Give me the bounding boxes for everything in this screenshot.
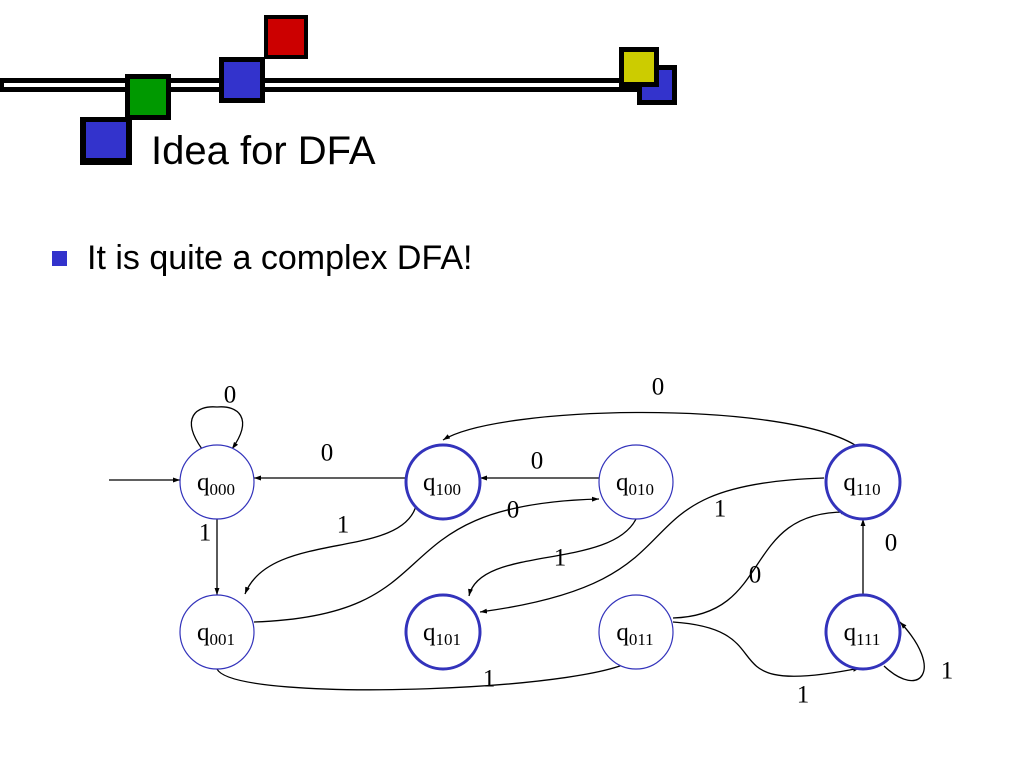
state-q000-circle <box>179 444 255 520</box>
bullet-text: It is quite a complex DFA! <box>87 239 473 277</box>
transition-q001-q011 <box>216 655 637 691</box>
slide-title: Idea for DFA <box>151 129 376 173</box>
state-q001-circle <box>179 594 255 670</box>
deco-square-red <box>268 19 304 55</box>
transition-label-q001-q010: 0 <box>507 497 520 524</box>
state-q100-circle <box>404 443 482 521</box>
transition-label-q100-q001: 1 <box>337 512 350 539</box>
state-q010-label: q010 <box>616 469 654 499</box>
transition-label-q111-q110: 0 <box>885 530 898 557</box>
transition-label-q110-q100: 0 <box>652 374 665 401</box>
state-q110-label: q110 <box>843 469 880 499</box>
state-q101-label: q101 <box>423 619 461 649</box>
state-q100-label: q100 <box>423 469 461 499</box>
deco-square-blue-top <box>224 62 260 98</box>
state-q010-circle <box>598 444 674 520</box>
decorative-header <box>0 15 677 165</box>
deco-square-blue-left <box>86 122 126 158</box>
state-q101-circle <box>404 593 482 671</box>
transition-q011-q111 <box>672 621 861 677</box>
header-rule-highlight <box>4 83 673 87</box>
transition-label-q000-q000: 0 <box>224 382 237 409</box>
deco-square-green <box>130 79 166 115</box>
state-q011-circle <box>598 594 674 670</box>
transition-q000-q000 <box>190 406 244 450</box>
transition-q001-q010 <box>253 496 600 623</box>
transition-label-q000-q001: 1 <box>199 520 212 547</box>
transition-q110-q101 <box>479 477 825 614</box>
state-q001-label: q001 <box>197 619 235 649</box>
state-q111-label: q111 <box>844 619 881 649</box>
transition-label-q110-q101: 1 <box>714 496 727 523</box>
bullet-square-icon <box>52 250 67 266</box>
transition-label-q111-q111: 1 <box>941 658 954 685</box>
transition-label-q011-q111: 1 <box>797 682 810 709</box>
transition-q010-q101 <box>468 518 637 597</box>
state-q110-circle <box>824 443 902 521</box>
transition-label-q011-q110: 0 <box>749 562 762 589</box>
transition-label-q001-q011: 1 <box>483 666 496 693</box>
transition-q011-q110 <box>672 509 849 619</box>
transition-q111-q111 <box>883 621 925 682</box>
state-q111-circle <box>824 593 902 671</box>
transition-label-q010-q100: 0 <box>531 448 544 475</box>
bullet-list: It is quite a complex DFA! <box>52 238 473 279</box>
deco-square-yellow <box>624 52 654 82</box>
transition-label-q010-q101: 1 <box>554 545 567 572</box>
transition-label-q100-q000: 0 <box>321 440 334 467</box>
state-q011-label: q011 <box>616 619 653 649</box>
bullet-item: It is quite a complex DFA! <box>52 238 473 279</box>
state-q000-label: q000 <box>197 469 235 499</box>
transition-q100-q001 <box>244 505 417 595</box>
transition-q110-q100 <box>442 411 856 446</box>
